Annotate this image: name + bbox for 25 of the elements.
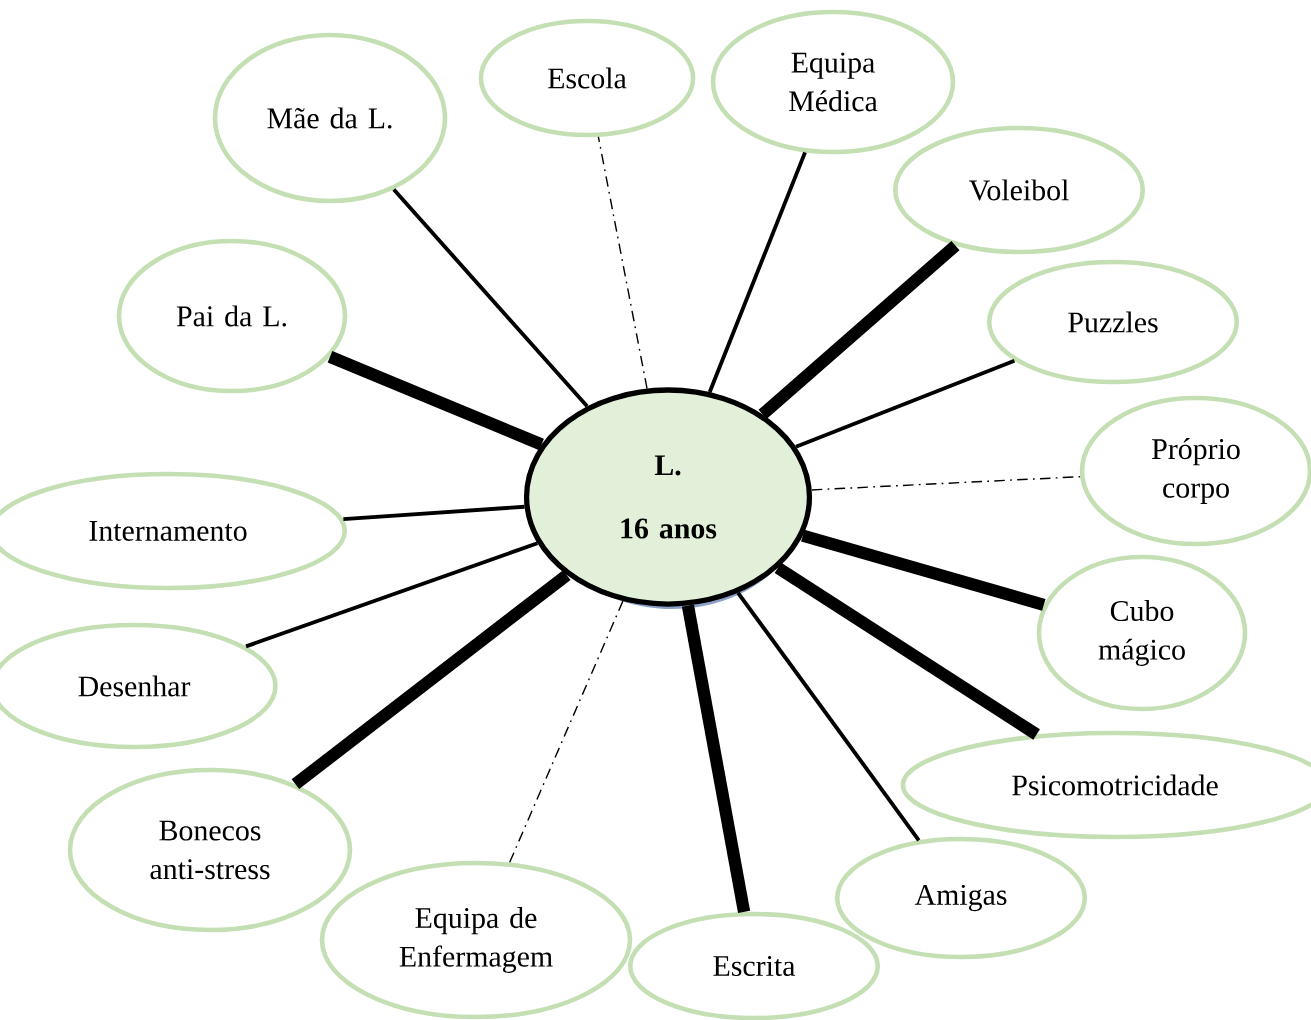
- connector-line: [343, 504, 525, 521]
- connector-line: [801, 529, 1046, 611]
- connector-line: [707, 151, 807, 393]
- connector-line: [774, 562, 1040, 740]
- connector-line: [597, 136, 648, 390]
- ellipse-node: Mãe da L.: [212, 32, 448, 204]
- connector-line: [291, 570, 571, 790]
- connector-line: [245, 541, 539, 649]
- connector-line: [681, 604, 751, 913]
- ellipse-node: Amigas: [835, 836, 1088, 960]
- connector-line: [392, 188, 589, 408]
- connector-line: [508, 600, 624, 864]
- ellipse-node: Pai da L.: [116, 238, 348, 394]
- ellipse-node: Cubo mágico: [1036, 554, 1248, 712]
- ellipse-node: Escola: [478, 18, 696, 138]
- ellipse-node: Equipa de Enfermagem: [319, 860, 633, 1020]
- connector-line: [758, 240, 960, 419]
- ellipse-node: Equipa Médica: [710, 9, 956, 155]
- ellipse-node: Bonecos anti-stress: [67, 767, 353, 933]
- connector-line: [811, 476, 1081, 491]
- connector-line: [795, 359, 1016, 449]
- connector-line: [327, 351, 544, 451]
- ellipse-node: Voleibol: [893, 125, 1146, 255]
- ellipse-node: Puzzles: [987, 259, 1240, 385]
- connector-line: [736, 591, 921, 842]
